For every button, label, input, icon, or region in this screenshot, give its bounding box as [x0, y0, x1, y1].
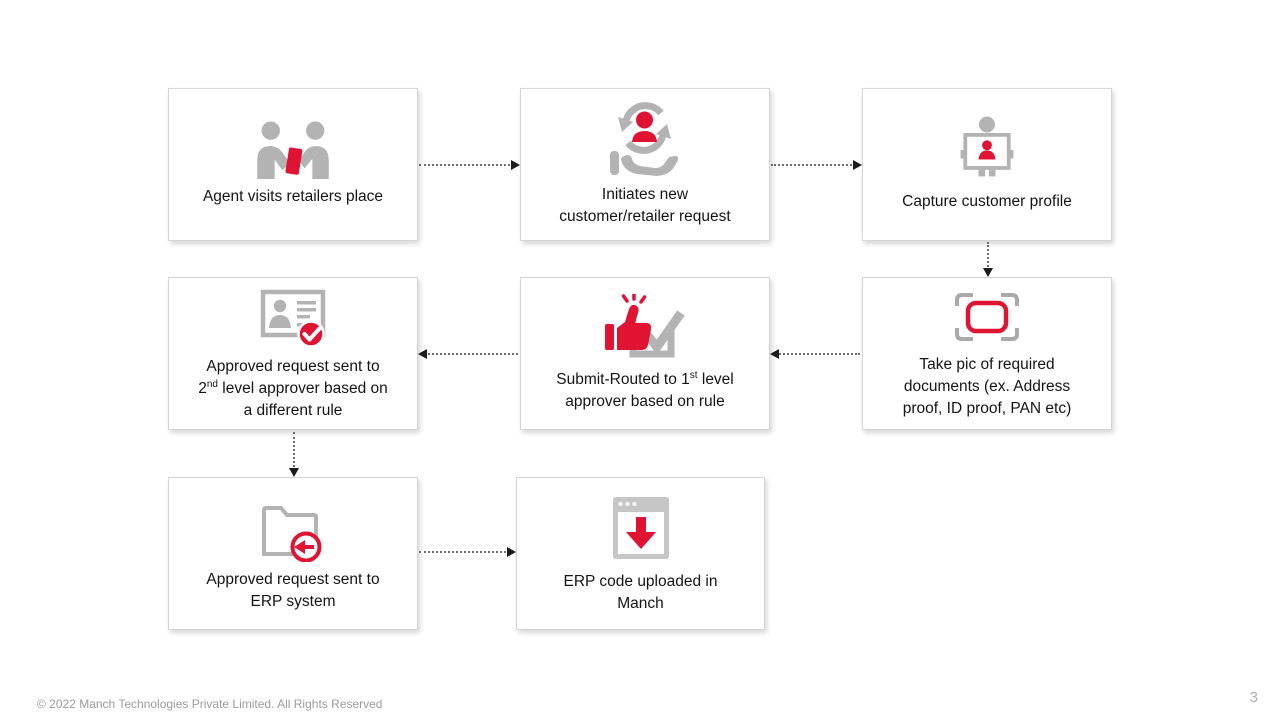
flow-arrow-submit-to-approver	[418, 349, 518, 359]
copyright-text: © 2022 Manch Technologies Private Limite…	[37, 697, 383, 711]
camera-viewfinder-icon	[947, 287, 1027, 347]
flow-step-label: Initiates new customer/retailer request	[559, 186, 731, 225]
flow-arrow-takepic-to-submit	[770, 349, 860, 359]
flow-step-label: Approved request sent to 2nd level appro…	[198, 358, 388, 419]
flow-arrow-capture-to-takepic	[983, 242, 993, 277]
folder-import-icon	[254, 494, 332, 562]
flow-step-label: Approved request sent to ERP system	[206, 571, 380, 610]
flow-step-erp-system: Approved request sent to ERP system	[168, 477, 418, 630]
id-card-check-icon	[253, 285, 333, 349]
browser-download-icon	[605, 492, 677, 564]
flow-step-label: Submit-Routed to 1st level approver base…	[556, 369, 734, 410]
flow-step-take-pic: Take pic of required documents (ex. Addr…	[862, 277, 1112, 430]
page-number: 3	[1249, 689, 1258, 706]
flow-step-label: Take pic of required documents (ex. Addr…	[902, 356, 1072, 417]
flow-step-agent-visits: Agent visits retailers place	[168, 88, 418, 241]
flow-arrow-agent-to-initiate	[419, 160, 520, 170]
handshake-document-icon	[234, 121, 352, 179]
flow-step-submit-routed: Submit-Routed to 1st level approver base…	[520, 277, 770, 430]
flow-step-second-level-approver: Approved request sent to 2nd level appro…	[168, 277, 418, 430]
flow-step-erp-code-upload: ERP code uploaded in Manch	[516, 477, 765, 630]
flow-step-label: ERP code uploaded in Manch	[563, 573, 718, 612]
flow-step-initiate-request: Initiates new customer/retailer request	[520, 88, 770, 241]
flow-arrow-initiate-to-capture	[771, 160, 862, 170]
flow-arrow-erp-to-upload	[419, 547, 516, 557]
flow-step-label: Agent visits retailers place	[202, 188, 384, 205]
flow-step-capture-profile: Capture customer profile	[862, 88, 1112, 241]
hand-person-cycle-icon	[604, 101, 686, 177]
thumbs-up-check-icon	[601, 294, 689, 362]
person-holding-id-icon	[949, 116, 1025, 184]
flow-step-label: Capture customer profile	[902, 193, 1072, 210]
flow-arrow-approver-to-erp	[289, 432, 299, 477]
